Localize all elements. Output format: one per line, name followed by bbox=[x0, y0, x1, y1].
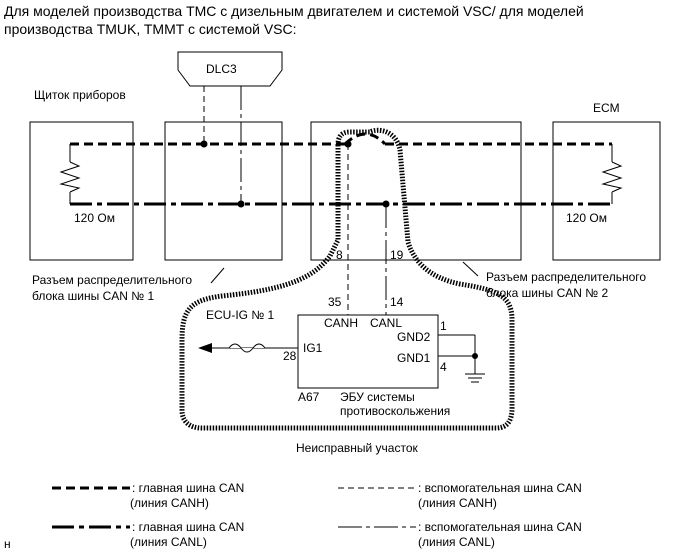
pin-ig1: 28 bbox=[283, 349, 297, 363]
junction-block-1-box bbox=[164, 121, 283, 261]
legend-sub-canl-text-2: (линия CANL) bbox=[418, 535, 495, 549]
ig1-arrow-icon bbox=[198, 343, 212, 353]
ecm-resistor bbox=[601, 161, 623, 193]
ecu-name-line-2: противоскольжения bbox=[340, 404, 450, 418]
header-line-1: Для моделей производства ТМС с дизельным… bbox=[4, 3, 584, 19]
legend-sub-canl-text-1: : вспомогательная шина CAN bbox=[418, 520, 582, 534]
faulty-area-label: Неисправный участок bbox=[296, 441, 419, 455]
dlc3-label: DLC3 bbox=[206, 62, 237, 76]
junction-2-leader bbox=[462, 261, 479, 277]
ecu-gnd1-label: GND1 bbox=[397, 351, 431, 365]
legend-sub-canh-text-1: : вспомогательная шина CAN bbox=[418, 481, 582, 495]
legend-sub-canh-text-2: (линия CANH) bbox=[418, 496, 497, 510]
meter-resistor bbox=[59, 161, 81, 193]
pin-gnd2: 1 bbox=[440, 319, 447, 333]
junction-1-label-line-2: блока шины CAN № 1 bbox=[32, 289, 154, 303]
ecu-name-line-1: ЭБУ системы bbox=[340, 390, 415, 404]
pin-ecu-canh: 35 bbox=[328, 295, 342, 309]
junction-block-2-box bbox=[310, 121, 522, 261]
junction-2-label-line-2: блока шины CAN № 2 bbox=[486, 286, 608, 300]
fuse-label: ECU-IG № 1 bbox=[206, 308, 275, 322]
junction-1-label-line-1: Разъем распределительного bbox=[32, 273, 192, 287]
ground-junction-dot bbox=[472, 353, 478, 359]
ecu-canl-label: CANL bbox=[370, 316, 402, 330]
abs-ecu-box bbox=[297, 314, 439, 389]
meter-resistor-label: 120 Ом bbox=[74, 211, 115, 225]
pin-ecu-canl: 14 bbox=[390, 295, 404, 309]
junction-1-leader bbox=[210, 267, 225, 284]
meter-label: Щиток приборов bbox=[34, 88, 126, 102]
ecu-ig1-label: IG1 bbox=[303, 341, 323, 355]
legend-main-canl-text-2: (линия CANL) bbox=[130, 535, 207, 549]
ecm-label: ECM bbox=[593, 101, 620, 115]
ecu-gnd2-label: GND2 bbox=[397, 330, 431, 344]
junction-2-label-line-1: Разъем распределительного bbox=[486, 270, 646, 284]
legend-main-canh-text-2: (линия CANH) bbox=[130, 496, 209, 510]
ecu-connector-code: A67 bbox=[298, 390, 320, 404]
header-line-2: производства TMUK, TMMT с системой VSC: bbox=[4, 21, 297, 37]
pin-j-canh: 8 bbox=[336, 248, 343, 262]
legend-main-canl-text-1: : главная шина CAN bbox=[132, 520, 244, 534]
legend-main-canh-text-1: : главная шина CAN bbox=[132, 481, 244, 495]
fuse-icon bbox=[228, 343, 266, 353]
dlc3-connector bbox=[177, 51, 283, 87]
ecm-resistor-label: 120 Ом bbox=[566, 211, 607, 225]
pin-gnd1: 4 bbox=[440, 360, 447, 374]
ecm-box bbox=[552, 121, 661, 261]
ecu-canh-label: CANH bbox=[324, 316, 358, 330]
pin-j-canl: 19 bbox=[390, 248, 404, 262]
corner-mark: н bbox=[4, 537, 11, 551]
junction-dot-canh-1 bbox=[200, 140, 208, 148]
faulty-area-outline bbox=[179, 127, 515, 431]
meter-box bbox=[29, 121, 134, 261]
junction-dot-canl-1 bbox=[237, 200, 245, 208]
